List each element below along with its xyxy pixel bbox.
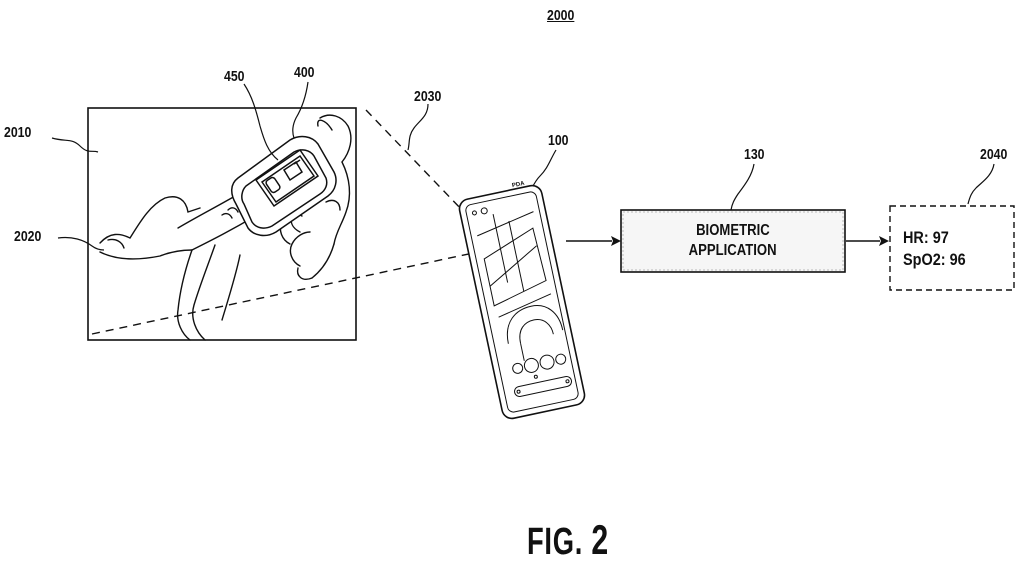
leader-2010: [52, 138, 98, 152]
pulse-oximeter-drawing: [232, 137, 336, 236]
arrow-application-to-output: [846, 236, 889, 246]
smartphone-drawing: [458, 184, 587, 421]
figure-caption-prefix: FIG.: [527, 521, 583, 563]
application-line-2: APPLICATION: [689, 241, 777, 261]
label-oximeter-display: 450: [224, 68, 245, 85]
application-line-1: BIOMETRIC: [696, 221, 770, 241]
spo2-reading: SpO2: 96: [903, 249, 966, 271]
label-output: 2040: [980, 146, 1007, 163]
figure-caption-number: 2: [591, 516, 609, 563]
label-field-of-view: 2030: [414, 88, 441, 105]
label-application: 130: [744, 146, 765, 163]
heart-rate-reading: HR: 97: [903, 227, 966, 249]
figure-caption: FIG. 2: [527, 516, 609, 564]
label-scene: 2010: [4, 124, 31, 141]
figure-title: 2000: [547, 7, 574, 24]
label-phone: 100: [548, 132, 569, 149]
leader-130: [731, 164, 754, 210]
leader-450: [244, 84, 278, 160]
label-hand: 2020: [14, 228, 41, 245]
leader-2020: [58, 237, 104, 250]
leader-400: [293, 82, 308, 138]
leader-2040: [968, 164, 994, 204]
arrow-phone-to-application: [566, 236, 621, 246]
biometric-application-text: BIOMETRIC APPLICATION: [621, 210, 845, 272]
leader-2030: [408, 104, 428, 150]
label-oximeter: 400: [294, 64, 315, 81]
leader-100: [532, 150, 556, 188]
output-readings: HR: 97 SpO2: 96: [903, 227, 977, 271]
